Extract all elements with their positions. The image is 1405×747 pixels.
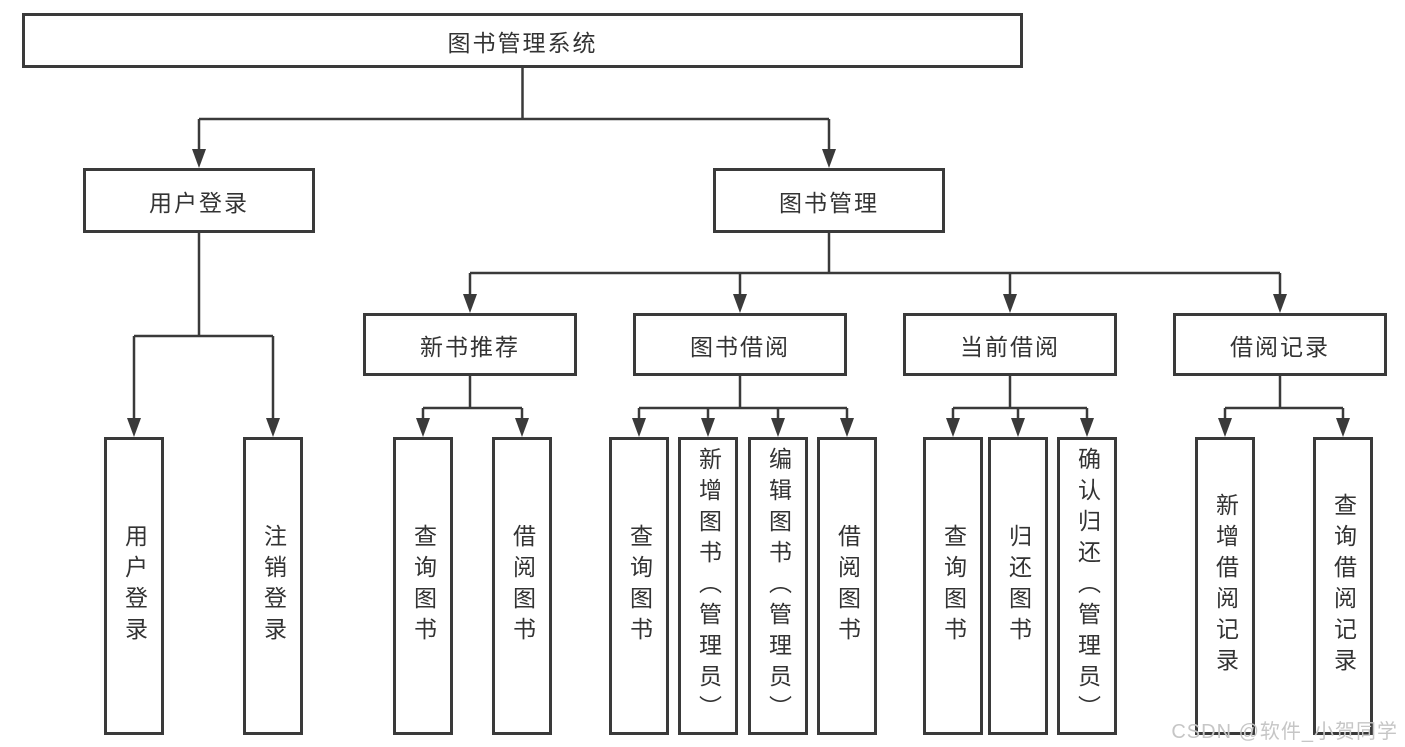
leaf-newbook-borrow-label: 借阅图书 [509,524,536,648]
leaf-borrow-edit-admin-label: 编辑图书（管理员） [765,446,792,726]
node-new-book-label: 新书推荐 [420,333,520,360]
node-book-borrow-label: 图书借阅 [690,333,790,360]
node-book-mgmt: 图书管理 [713,168,945,233]
leaf-current-query: 查询图书 [923,437,983,735]
leaf-newbook-query-label: 查询图书 [410,524,437,648]
connector-records-children [1223,376,1345,420]
leaf-borrow-add-admin-label: 新增图书（管理员） [695,446,722,726]
leaf-user-login: 用户登录 [104,437,164,735]
leaf-current-return: 归还图书 [988,437,1048,735]
leaf-borrow-query-label: 查询图书 [626,524,653,648]
leaf-borrow-query: 查询图书 [609,437,669,735]
leaf-newbook-query: 查询图书 [393,437,453,735]
node-user-login: 用户登录 [83,168,315,233]
leaf-borrow-borrow: 借阅图书 [817,437,877,735]
leaf-record-add: 新增借阅记录 [1195,437,1255,735]
leaf-logout: 注销登录 [243,437,303,735]
leaf-current-return-label: 归还图书 [1005,524,1032,648]
node-current-borrow: 当前借阅 [903,313,1117,376]
leaf-logout-label: 注销登录 [260,524,287,648]
node-user-login-label: 用户登录 [149,189,249,216]
leaf-record-add-label: 新增借阅记录 [1212,493,1239,679]
leaf-current-confirm-admin: 确认归还（管理员） [1057,437,1117,735]
node-root: 图书管理系统 [22,13,1023,68]
connector-user-login-children [132,233,275,420]
connector-root-to-level2 [197,68,831,150]
leaf-current-confirm-admin-label: 确认归还（管理员） [1074,446,1101,726]
connector-borrow-children [637,376,849,420]
connector-current-children [951,376,1089,420]
node-book-mgmt-label: 图书管理 [779,189,879,216]
csdn-watermark: CSDN @软件_小贺同学 [1171,721,1398,743]
leaf-current-query-label: 查询图书 [940,524,967,648]
node-current-borrow-label: 当前借阅 [960,333,1060,360]
leaf-record-query-label: 查询借阅记录 [1330,493,1357,679]
leaf-user-login-label: 用户登录 [121,524,148,648]
leaf-record-query: 查询借阅记录 [1313,437,1373,735]
leaf-newbook-borrow: 借阅图书 [492,437,552,735]
connector-new-book-children [421,376,524,420]
node-borrow-records: 借阅记录 [1173,313,1387,376]
leaf-borrow-borrow-label: 借阅图书 [834,524,861,648]
node-borrow-records-label: 借阅记录 [1230,333,1330,360]
leaf-borrow-edit-admin: 编辑图书（管理员） [748,437,808,735]
node-new-book: 新书推荐 [363,313,577,376]
leaf-borrow-add-admin: 新增图书（管理员） [678,437,738,735]
node-root-label: 图书管理系统 [447,29,598,56]
connector-book-mgmt-sections [468,233,1282,295]
node-book-borrow: 图书借阅 [633,313,847,376]
